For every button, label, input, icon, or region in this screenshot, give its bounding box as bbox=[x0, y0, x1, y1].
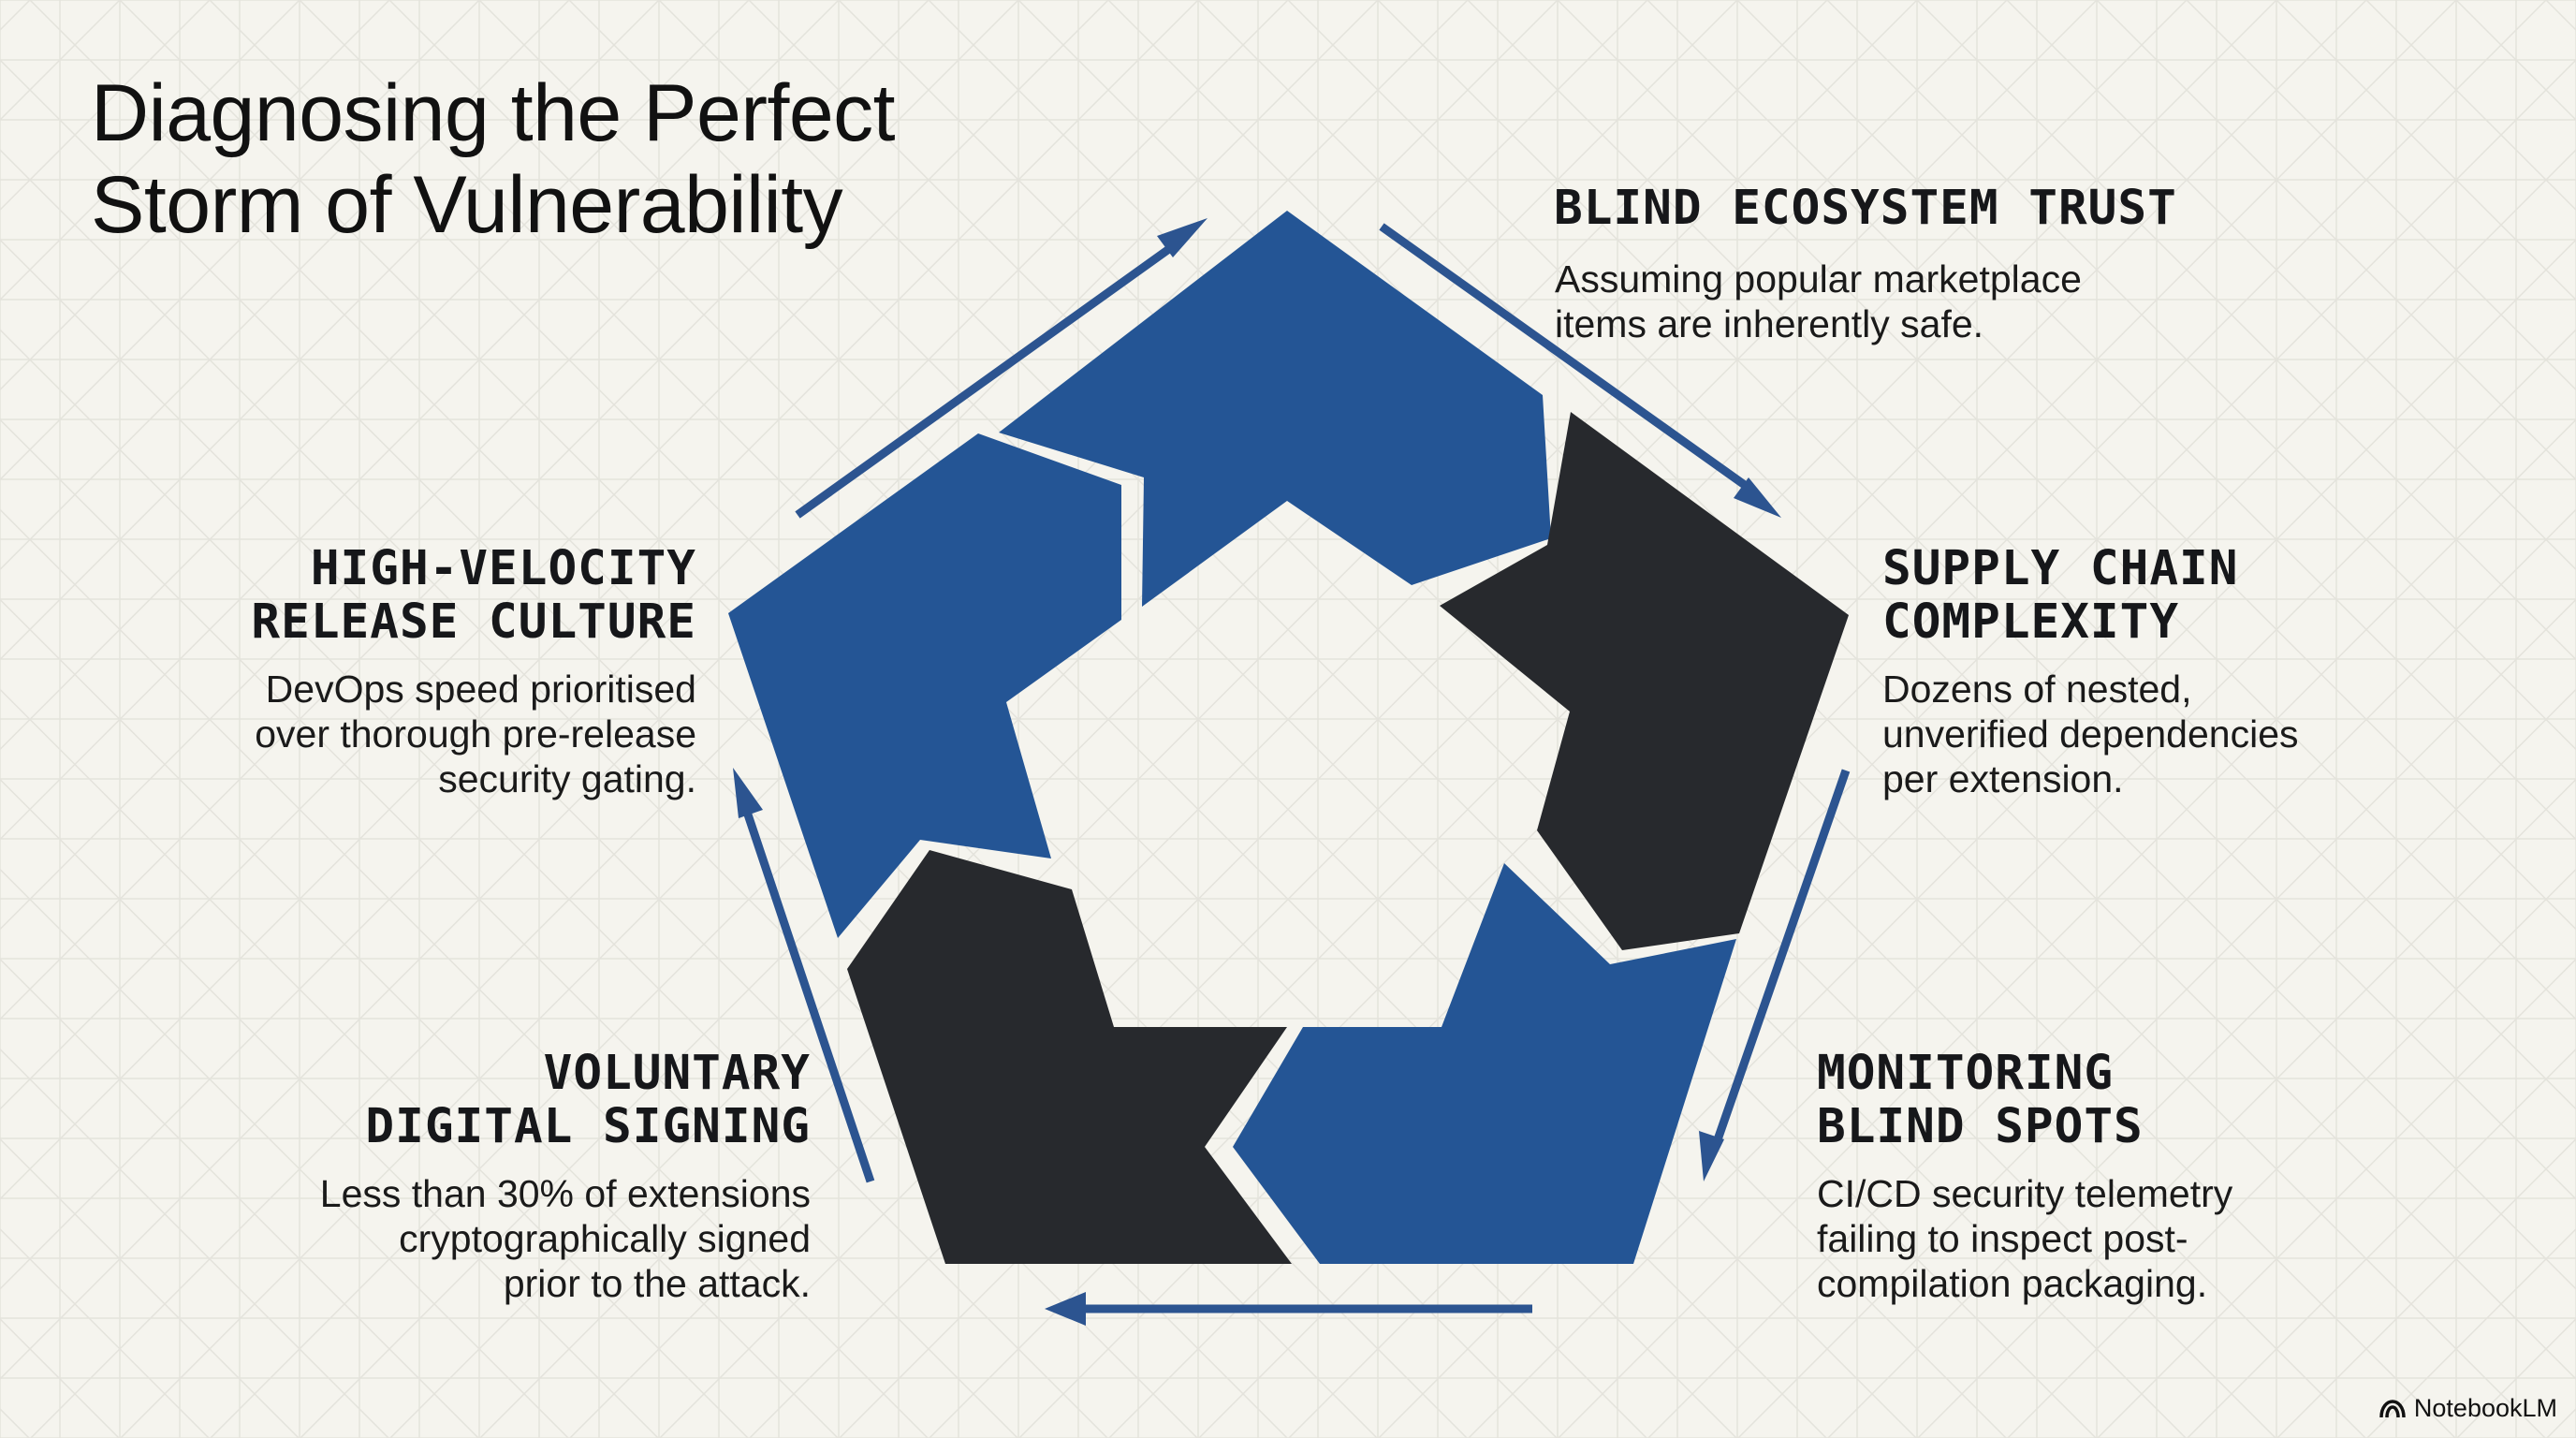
brand-name: NotebookLM bbox=[2413, 1394, 2557, 1422]
desc-line: prior to the attack. bbox=[503, 1262, 811, 1305]
desc-high-velocity-release-culture: DevOps speed prioritised over thorough p… bbox=[135, 667, 696, 801]
segment-high-velocity-release-culture bbox=[728, 433, 1121, 938]
notebooklm-logo-icon bbox=[2379, 1399, 2406, 1417]
arrow-to-monitoring-blind-spots bbox=[1699, 769, 1851, 1181]
segment-monitoring-blind-spots bbox=[1233, 863, 1736, 1264]
label-line: MONITORING bbox=[1817, 1046, 2115, 1101]
desc-line: per extension. bbox=[1882, 757, 2124, 800]
arrow-to-high-velocity-release-culture bbox=[733, 768, 875, 1183]
desc-supply-chain-complexity: Dozens of nested, unverified dependencie… bbox=[1882, 667, 2299, 801]
desc-line: over thorough pre-release bbox=[255, 712, 696, 756]
slide-title-line-1: Diagnosing the Perfect bbox=[91, 68, 896, 158]
segment-voluntary-digital-signing bbox=[847, 850, 1292, 1264]
desc-line: compilation packaging. bbox=[1817, 1262, 2208, 1305]
desc-line: security gating. bbox=[438, 757, 696, 800]
label-blind-ecosystem-trust: BLIND ECOSYSTEM TRUST bbox=[1554, 182, 2177, 235]
brand-watermark: NotebookLM bbox=[2378, 1394, 2557, 1423]
desc-blind-ecosystem-trust: Assuming popular marketplace items are i… bbox=[1555, 257, 2082, 346]
label-line: COMPLEXITY bbox=[1882, 594, 2180, 650]
segment-blind-ecosystem-trust bbox=[999, 211, 1551, 607]
label-line: VOLUNTARY bbox=[543, 1046, 811, 1101]
desc-line: Dozens of nested, bbox=[1882, 668, 2192, 711]
label-line: RELEASE CULTURE bbox=[251, 594, 696, 650]
desc-voluntary-digital-signing: Less than 30% of extensions cryptographi… bbox=[202, 1171, 811, 1306]
desc-line: cryptographically signed bbox=[399, 1217, 811, 1260]
segment-supply-chain-complexity bbox=[1440, 412, 1849, 950]
arrow-to-voluntary-digital-signing bbox=[1045, 1292, 1532, 1326]
label-voluntary-digital-signing: VOLUNTARY DIGITAL SIGNING bbox=[249, 1047, 811, 1153]
label-high-velocity-release-culture: HIGH-VELOCITY RELEASE CULTURE bbox=[135, 542, 696, 649]
arrow-to-blind-ecosystem-trust bbox=[795, 218, 1208, 519]
label-line: HIGH-VELOCITY bbox=[310, 541, 696, 596]
desc-line: Assuming popular marketplace bbox=[1555, 257, 2082, 301]
arrow-to-supply-chain-complexity bbox=[1379, 223, 1781, 518]
desc-line: failing to inspect post- bbox=[1817, 1217, 2188, 1260]
slide-title-line-2: Storm of Vulnerability bbox=[91, 160, 843, 250]
label-line: DIGITAL SIGNING bbox=[365, 1099, 811, 1154]
label-line: BLIND ECOSYSTEM TRUST bbox=[1554, 181, 2177, 236]
desc-monitoring-blind-spots: CI/CD security telemetry failing to insp… bbox=[1817, 1171, 2232, 1306]
pentagon-segments bbox=[728, 211, 1849, 1264]
desc-line: Less than 30% of extensions bbox=[319, 1172, 811, 1215]
desc-line: CI/CD security telemetry bbox=[1817, 1172, 2233, 1215]
slide-title: Diagnosing the Perfect Storm of Vulnerab… bbox=[91, 67, 1120, 251]
label-line: BLIND SPOTS bbox=[1817, 1099, 2144, 1154]
desc-line: unverified dependencies bbox=[1882, 712, 2299, 756]
label-supply-chain-complexity: SUPPLY CHAIN COMPLEXITY bbox=[1882, 542, 2238, 649]
desc-line: DevOps speed prioritised bbox=[265, 668, 696, 711]
label-line: SUPPLY CHAIN bbox=[1882, 541, 2239, 596]
label-monitoring-blind-spots: MONITORING BLIND SPOTS bbox=[1817, 1047, 2144, 1153]
cycle-arrows bbox=[733, 218, 1851, 1326]
desc-line: items are inherently safe. bbox=[1555, 302, 1984, 345]
